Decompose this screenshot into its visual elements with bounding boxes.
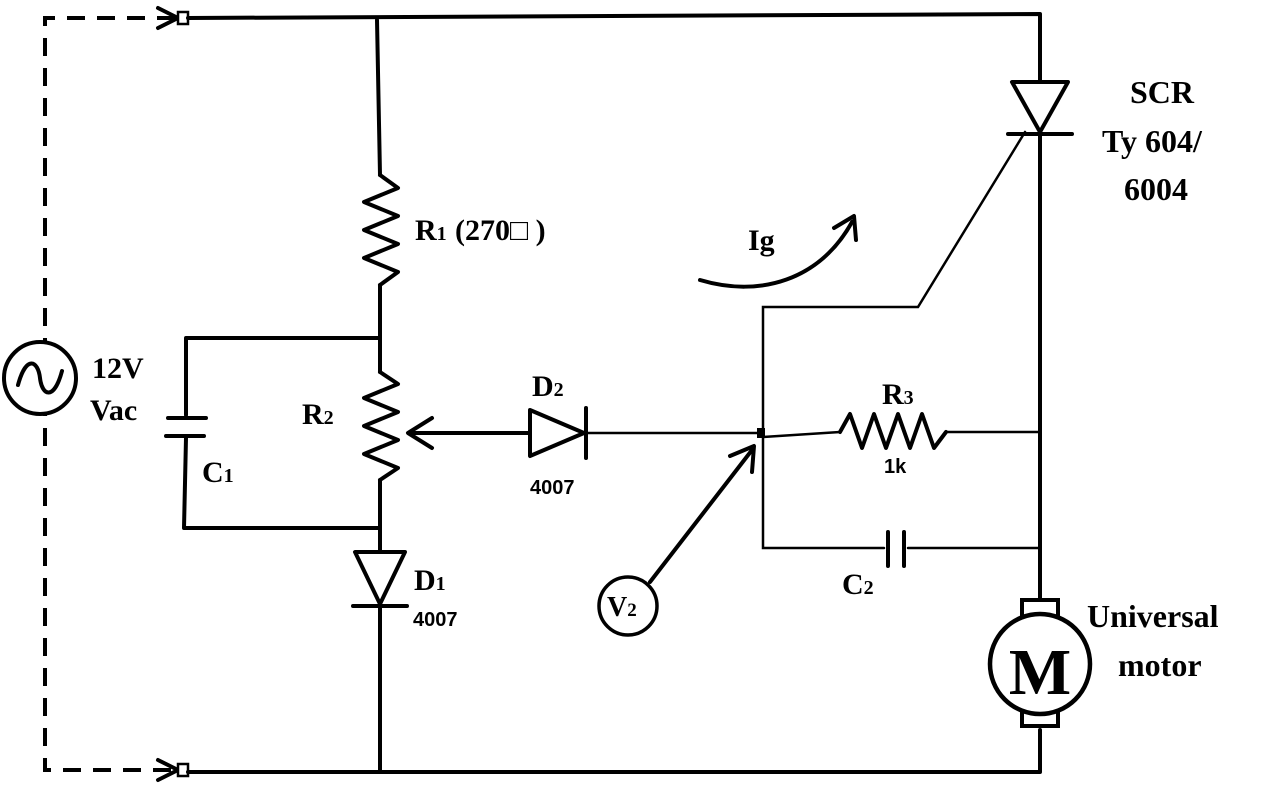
motor-label-1: Universal [1087,598,1219,634]
d1-label: D1 [414,564,446,597]
r1-value: (270□ ) [455,214,546,247]
scr-title: SCR [1130,74,1195,110]
c2-label: C2 [842,568,874,601]
c1-label: C1 [202,456,234,489]
gate-lead [761,130,1027,435]
r2-potentiometer-icon [362,370,400,482]
motor-icon [987,598,1093,728]
r3-label: R3 [882,378,914,411]
r2-label: R2 [302,398,334,431]
d1-part: 4007 [413,609,458,631]
r3-value: 1k [884,456,907,478]
wiper-arrow-icon [406,416,434,450]
scr-part-2: 6004 [1124,171,1188,207]
r3-resistor-icon [838,412,948,450]
c1-capacitor-icon [164,416,208,438]
d1-diode-icon [351,550,409,608]
v2-probe-arrow [648,448,754,584]
top-rail [186,12,1042,82]
r1-label: R1 [415,214,447,247]
scr-part-1: Ty 604/ [1102,123,1203,159]
v2-label: V2 [607,592,637,623]
v2-probe-icon [597,575,659,637]
scr-thyristor-icon [1006,80,1074,136]
gate-node [757,428,765,438]
d2-label: D2 [532,370,564,403]
ac-source-icon [2,340,78,416]
r1-resistor-icon [362,173,400,287]
d2-part: 4007 [530,477,575,499]
source-type-label: Vac [90,394,137,427]
motor-label-2: motor [1118,647,1202,683]
c2-capacitor-icon [886,530,906,568]
ig-label: Ig [748,224,775,257]
source-voltage-label: 12V [92,352,144,385]
ig-arrow-icon [698,220,854,289]
bottom-rail [186,728,1042,774]
c1-branch [184,336,382,417]
d2-diode-icon [528,406,588,460]
motor-letter: M [1009,636,1071,709]
